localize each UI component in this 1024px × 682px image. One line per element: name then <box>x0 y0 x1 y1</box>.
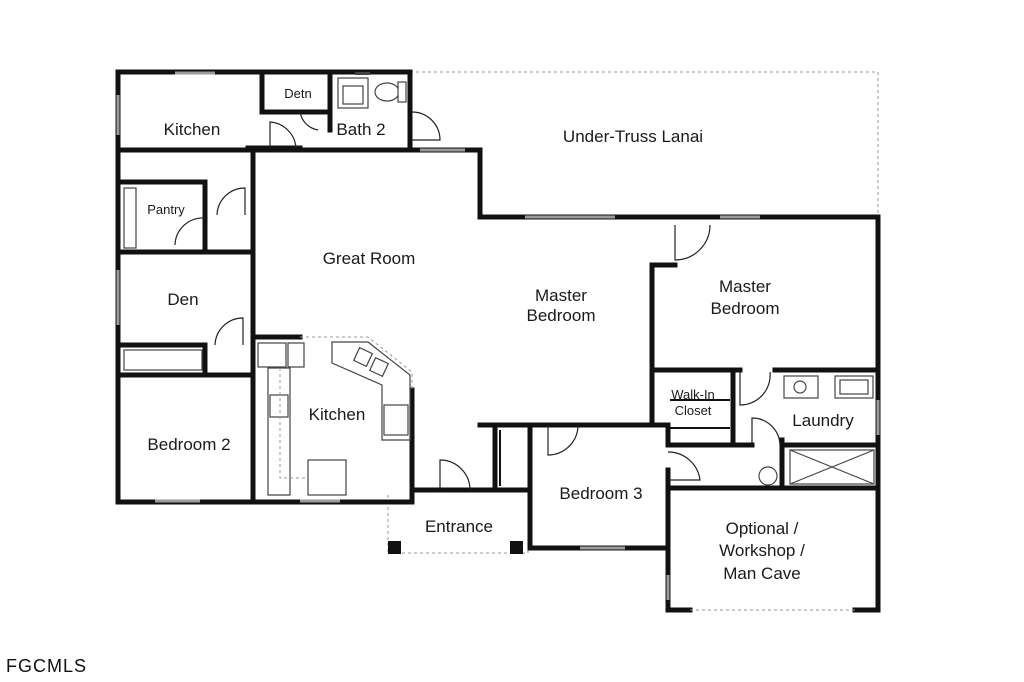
label-great-room: Great Room <box>323 249 416 268</box>
label-lanai: Under-Truss Lanai <box>563 127 703 146</box>
label-master-bedroom-right-1: Master <box>719 277 771 296</box>
label-bath2: Bath 2 <box>336 120 385 139</box>
watermark-logo: FGCMLS <box>6 656 88 676</box>
kitchen-counters <box>257 336 413 496</box>
label-optional-2: Workshop / <box>719 541 805 560</box>
bath-fixtures <box>337 72 407 109</box>
label-den: Den <box>167 290 198 309</box>
windows <box>116 71 880 611</box>
label-pantry: Pantry <box>147 202 185 217</box>
room-labels: Kitchen Detn Bath 2 Under-Truss Lanai Pa… <box>147 86 854 583</box>
label-master-bedroom-center-1: Master <box>535 286 587 305</box>
doors <box>174 111 781 491</box>
label-detn: Detn <box>284 86 311 101</box>
label-kitchen-top: Kitchen <box>164 120 221 139</box>
label-optional-3: Man Cave <box>723 564 800 583</box>
label-kitchen-main: Kitchen <box>309 405 366 424</box>
label-walk-in-2: Closet <box>675 403 712 418</box>
entrance-porch <box>387 495 529 554</box>
label-master-bedroom-center-2: Bedroom <box>527 306 596 325</box>
closet-shelves <box>123 187 730 486</box>
label-bedroom2: Bedroom 2 <box>147 435 230 454</box>
label-entrance: Entrance <box>425 517 493 536</box>
bath-fixtures-master <box>758 375 875 486</box>
label-optional-1: Optional / <box>726 519 799 538</box>
label-bedroom3: Bedroom 3 <box>559 484 642 503</box>
label-laundry: Laundry <box>792 411 854 430</box>
label-walk-in-1: Walk-In <box>671 387 715 402</box>
label-master-bedroom-right-2: Bedroom <box>711 299 780 318</box>
lanai-outline <box>410 71 879 217</box>
